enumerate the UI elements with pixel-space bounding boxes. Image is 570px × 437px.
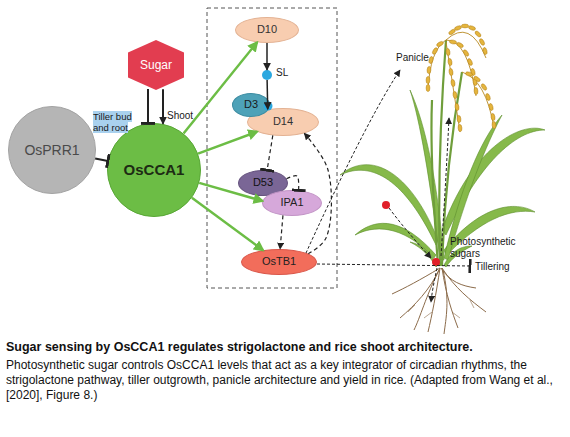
panicle-branch — [462, 72, 494, 128]
grain — [449, 68, 454, 76]
sugar-flow-arrows — [389, 118, 449, 302]
edge-label-box: Shoot — [167, 110, 207, 121]
organ-label: Panicle — [396, 52, 456, 64]
grain — [473, 75, 481, 82]
rice-stems — [431, 40, 462, 266]
grain — [488, 103, 494, 111]
grain — [474, 30, 482, 38]
rice-leaves — [340, 90, 545, 267]
inhibition-connector — [95, 158, 108, 160]
sugar-hexagon: Sugar — [128, 40, 184, 90]
protein-ellipse: D10 — [235, 17, 299, 43]
root-hairs — [408, 300, 474, 318]
hexagon-fill — [128, 40, 184, 90]
node-label: D3 — [244, 99, 258, 111]
node-label: OsTB1 — [262, 256, 296, 268]
inhibition-connector — [287, 176, 299, 191]
grain — [462, 49, 469, 57]
activation-connector — [184, 42, 258, 133]
annotation-label: Photosynthetic sugars — [450, 236, 530, 260]
grain — [455, 103, 460, 111]
root — [428, 268, 440, 332]
grain — [436, 41, 444, 48]
protein-ellipse: D3 — [232, 93, 270, 117]
grain — [457, 115, 462, 123]
grain — [451, 79, 456, 87]
node-label: D14 — [273, 116, 293, 128]
node-label: Sugar — [140, 59, 172, 72]
root — [414, 270, 439, 330]
panicle-branch — [446, 40, 476, 96]
gene-circle: OsPRR1 — [8, 106, 96, 194]
grain — [458, 124, 462, 132]
root — [442, 268, 486, 312]
activation-connector — [192, 198, 263, 250]
grain — [456, 42, 464, 49]
panicle-leader — [306, 70, 400, 253]
node-label: D53 — [253, 177, 273, 189]
rice-panicle — [426, 24, 496, 132]
sugar-flow-arrow — [389, 208, 431, 258]
protein-ellipse: IPA1 — [262, 190, 322, 216]
root — [400, 268, 440, 318]
leaf — [340, 165, 438, 245]
grain — [426, 76, 430, 83]
node-label: IPA1 — [280, 197, 303, 209]
hub-gene-circle: OsCCA1 — [107, 123, 201, 217]
grain — [446, 48, 451, 56]
grain — [467, 58, 473, 66]
grain — [492, 121, 496, 129]
gene-ellipse: OsTB1 — [241, 249, 317, 275]
grain — [449, 40, 457, 45]
node-label: SL — [276, 68, 288, 79]
edge-label: Shoot — [167, 110, 193, 121]
node-label: OsCCA1 — [124, 162, 185, 178]
grain — [427, 66, 431, 74]
leaf — [355, 223, 436, 258]
activation-connector — [280, 215, 283, 249]
sugar-flow-arrow — [431, 268, 437, 302]
process-label: Tillering — [475, 261, 535, 273]
activation-connector — [198, 132, 257, 154]
grain — [468, 25, 476, 31]
grain — [448, 58, 453, 66]
panicle-branch — [428, 40, 446, 90]
figure-title: Sugar sensing by OsCCA1 regulates strigo… — [6, 340, 566, 355]
synthesis-connector — [266, 43, 268, 70]
edge-label: Tiller bud and root — [93, 111, 132, 133]
tillering-leader — [317, 264, 470, 266]
grain — [461, 24, 468, 28]
grain — [453, 91, 458, 99]
grain — [474, 87, 478, 95]
hormone-dot: SL — [262, 70, 272, 80]
node-label: D10 — [257, 24, 277, 36]
activation-connector — [162, 89, 164, 124]
grain — [465, 71, 473, 77]
inhibition-connector — [147, 89, 149, 123]
root — [443, 270, 447, 334]
sugar-dot — [432, 258, 440, 266]
grain — [491, 113, 496, 121]
grain — [485, 93, 491, 101]
edge-label-box: Tiller bud and root — [93, 111, 145, 133]
grain — [479, 38, 486, 46]
grain — [482, 47, 488, 55]
inhibition-connector — [267, 135, 273, 170]
grain — [480, 83, 487, 91]
rice-roots — [392, 268, 486, 334]
pathway-dashed-frame — [207, 8, 337, 288]
figure-caption: Photosynthetic sugar controls OsCCA1 lev… — [6, 358, 564, 403]
stem — [431, 100, 438, 266]
grain — [428, 56, 434, 64]
sugar-dot — [382, 201, 390, 209]
grain — [426, 84, 430, 91]
grain — [432, 47, 439, 55]
node-label: OsPRR1 — [24, 143, 79, 158]
grain — [454, 25, 462, 31]
sugar-flow-arrow — [441, 118, 449, 256]
